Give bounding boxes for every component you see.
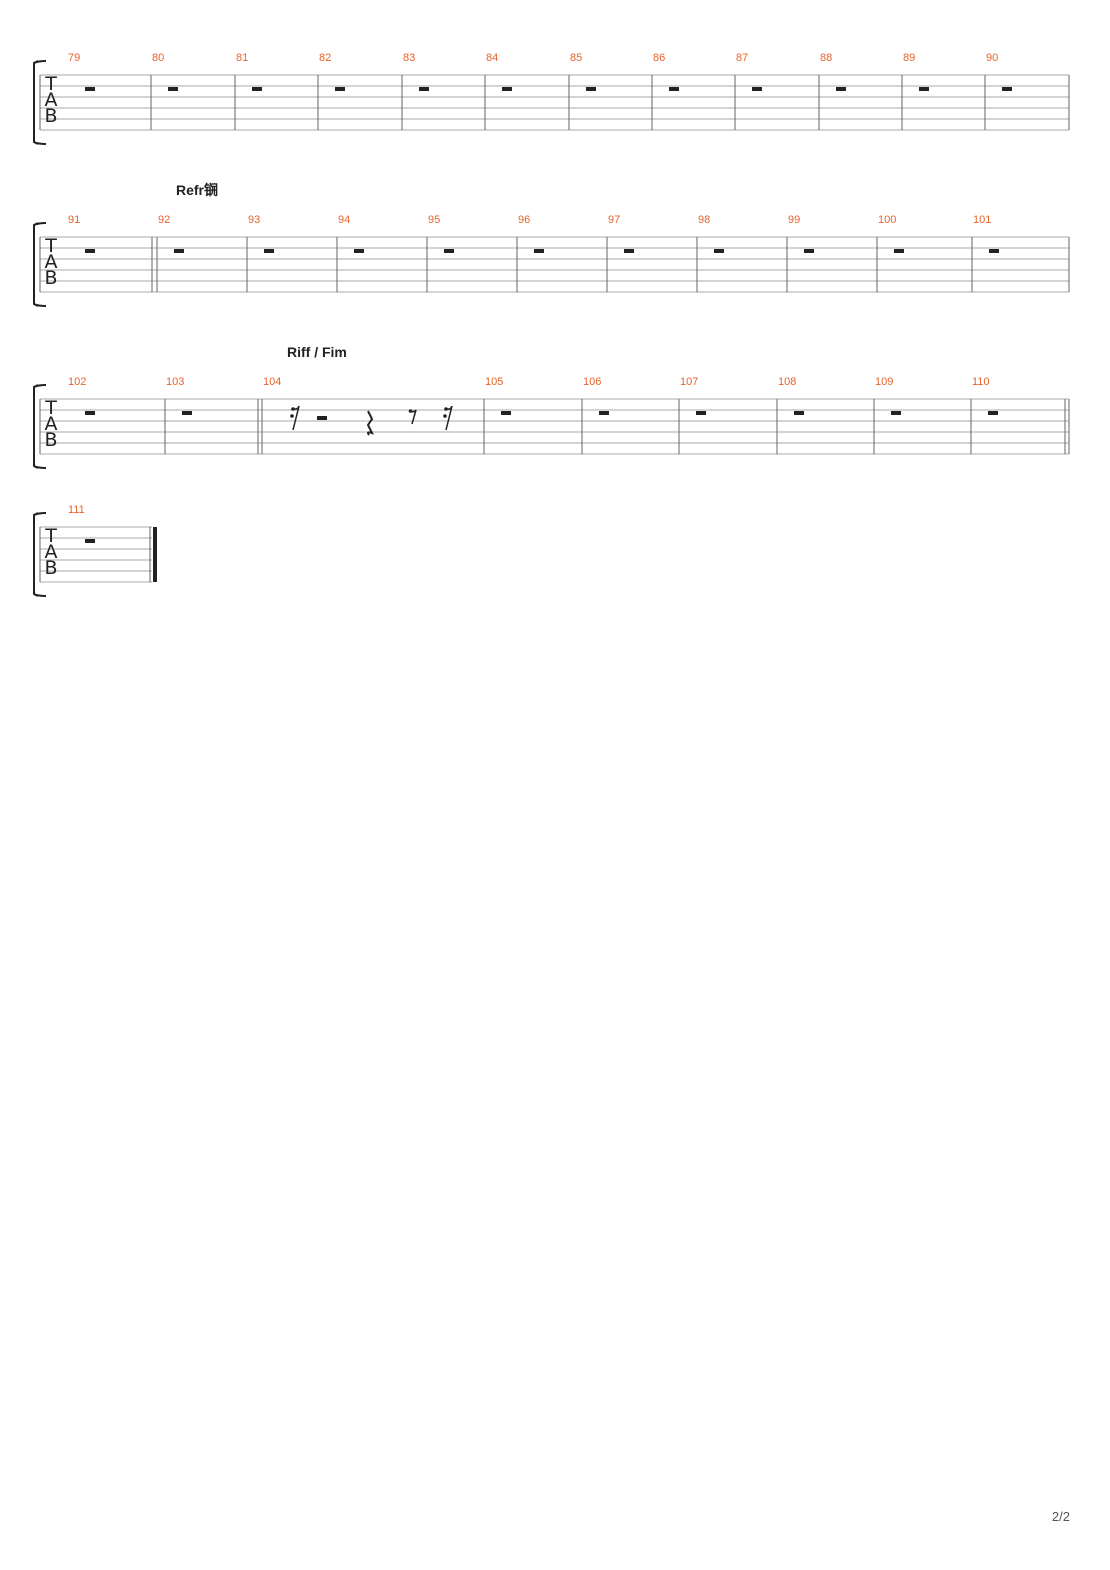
tab-system: TAB 79 80 81 82 83 84 85 86 87 88 89 90 [33, 52, 1070, 145]
measure-number: 102 [68, 376, 86, 388]
measure-number: 97 [608, 214, 620, 226]
measure-number: 86 [653, 52, 665, 64]
measure-number: 79 [68, 52, 80, 64]
measure-number: 89 [903, 52, 915, 64]
half-rest [599, 411, 609, 415]
rest-dot [291, 407, 295, 411]
system-bracket [33, 60, 47, 145]
measure-number: 101 [973, 214, 991, 226]
tab-system: TAB 111 [33, 504, 157, 597]
tab-clef-letter: A [45, 541, 58, 563]
half-rest [989, 249, 999, 253]
measure-number: 108 [778, 376, 796, 388]
half-rest [919, 87, 929, 91]
measure-number: 85 [570, 52, 582, 64]
measure-number: 91 [68, 214, 80, 226]
half-rest [85, 539, 95, 543]
half-rest [1002, 87, 1012, 91]
half-rest [534, 249, 544, 253]
page-number: 2/2 [1051, 1509, 1070, 1524]
tab-clef-letter: A [45, 413, 58, 435]
half-rest [174, 249, 184, 253]
measure-number: 98 [698, 214, 710, 226]
measure-number: 103 [166, 376, 184, 388]
half-rest [794, 411, 804, 415]
measure-number: 81 [236, 52, 248, 64]
rest-dot [290, 414, 294, 418]
system-bracket [33, 512, 47, 597]
half-rest [168, 87, 178, 91]
half-rest [988, 411, 998, 415]
measure-number: 94 [338, 214, 350, 226]
tab-clef-letter: T [44, 235, 57, 257]
half-rest [752, 87, 762, 91]
measure-number: 87 [736, 52, 748, 64]
tab-clef-letter: T [44, 397, 57, 419]
measure-number: 107 [680, 376, 698, 388]
measure-number: 82 [319, 52, 331, 64]
measure-number: 95 [428, 214, 440, 226]
measure-number: 100 [878, 214, 896, 226]
half-rest [669, 87, 679, 91]
half-rest [317, 416, 327, 420]
tab-clef-letter: B [44, 429, 57, 451]
half-rest [624, 249, 634, 253]
measure-number: 80 [152, 52, 164, 64]
half-rest [836, 87, 846, 91]
tab-clef-letter: A [45, 251, 58, 273]
half-rest [804, 249, 814, 253]
measure-number: 99 [788, 214, 800, 226]
half-rest [501, 411, 511, 415]
half-rest [354, 249, 364, 253]
half-rest [252, 87, 262, 91]
measure-number: 106 [583, 376, 601, 388]
measure-number: 83 [403, 52, 415, 64]
quarter-rest [366, 410, 374, 436]
half-rest [335, 87, 345, 91]
half-rest [891, 411, 901, 415]
half-rest [85, 411, 95, 415]
tab-system: TAB Refr锎 91 92 93 94 95 96 97 98 99 100 101 [33, 182, 1070, 307]
half-rest [714, 249, 724, 253]
measure-number: 104 [263, 376, 281, 388]
half-rest [85, 249, 95, 253]
rest-dot [408, 409, 413, 413]
tab-clef-letter: B [44, 557, 57, 579]
half-rest [85, 87, 95, 91]
section-label: Riff / Fim [287, 344, 347, 360]
section-label: Refr锎 [176, 182, 218, 198]
measure-number: 111 [68, 504, 85, 516]
measure-number: 88 [820, 52, 832, 64]
half-rest [444, 249, 454, 253]
tab-clef-letter: A [45, 89, 58, 111]
rest-dot [444, 407, 448, 411]
tab-system: TAB Riff / Fim 102 103 104 105 106 107 108 109 110 [33, 344, 1070, 469]
measure-number: 96 [518, 214, 530, 226]
half-rest [586, 87, 596, 91]
system-bracket [33, 222, 47, 307]
measure-number: 90 [986, 52, 998, 64]
measure-number: 84 [486, 52, 498, 64]
tab-clef-letter: B [44, 267, 57, 289]
measure-number: 105 [485, 376, 503, 388]
rest-dot [443, 414, 447, 418]
tab-clef-letter: T [44, 525, 57, 547]
measure-number: 92 [158, 214, 170, 226]
measure-number: 110 [972, 376, 990, 388]
measure-number: 109 [875, 376, 893, 388]
system-bracket [33, 384, 47, 469]
measure-number: 93 [248, 214, 260, 226]
half-rest [696, 411, 706, 415]
tab-clef-letter: T [44, 73, 57, 95]
half-rest [502, 87, 512, 91]
half-rest [182, 411, 192, 415]
half-rest [419, 87, 429, 91]
half-rest [894, 249, 904, 253]
half-rest [264, 249, 274, 253]
tab-clef-letter: B [44, 105, 57, 127]
